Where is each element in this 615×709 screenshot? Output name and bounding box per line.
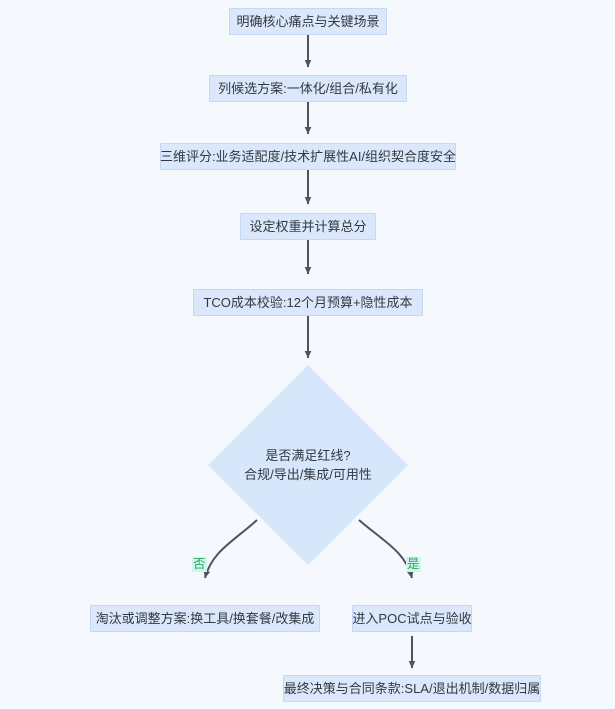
edge-label-yes: 是 (406, 557, 421, 572)
node-n4-label: 设定权重并计算总分 (249, 219, 367, 234)
node-n7[interactable]: 淘汰或调整方案:换工具/换套餐/改集成 (90, 605, 320, 632)
node-n6-decision[interactable]: 是否满足红线? 合规/导出/集成/可用性 (208, 365, 408, 565)
node-n5[interactable]: TCO成本校验:12个月预算+隐性成本 (193, 289, 423, 316)
edge-label-yes-text: 是 (407, 557, 420, 571)
node-n2-label: 列候选方案:一体化/组合/私有化 (218, 81, 398, 96)
node-n6-label-group: 是否满足红线? 合规/导出/集成/可用性 (244, 447, 372, 483)
node-n3-label: 三维评分:业务适配度/技术扩展性AI/组织契合度安全 (159, 149, 457, 164)
node-n7-label: 淘汰或调整方案:换工具/换套餐/改集成 (95, 611, 315, 626)
node-n6-label-line1: 是否满足红线? (265, 448, 351, 463)
node-n4[interactable]: 设定权重并计算总分 (240, 213, 376, 240)
node-n6-label-line2: 合规/导出/集成/可用性 (244, 467, 372, 482)
node-n3[interactable]: 三维评分:业务适配度/技术扩展性AI/组织契合度安全 (160, 143, 456, 170)
edge-label-no: 否 (192, 557, 207, 572)
diamond-shape (208, 365, 408, 565)
node-n8[interactable]: 进入POC试点与验收 (352, 605, 472, 632)
edge-label-no-text: 否 (193, 557, 206, 571)
node-n1[interactable]: 明确核心痛点与关键场景 (229, 8, 387, 35)
node-n5-label: TCO成本校验:12个月预算+隐性成本 (203, 295, 413, 310)
node-n8-label: 进入POC试点与验收 (352, 611, 472, 626)
node-n1-label: 明确核心痛点与关键场景 (236, 14, 380, 29)
node-n2[interactable]: 列候选方案:一体化/组合/私有化 (209, 75, 407, 102)
node-n9[interactable]: 最终决策与合同条款:SLA/退出机制/数据归属 (283, 675, 541, 702)
node-n9-label: 最终决策与合同条款:SLA/退出机制/数据归属 (283, 681, 541, 696)
